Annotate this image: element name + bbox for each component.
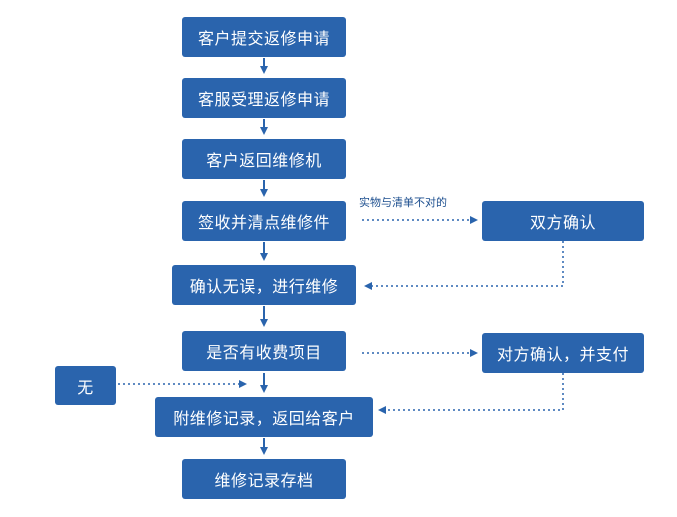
step-charge-check: 是否有收费项目 bbox=[182, 331, 346, 371]
arrow-mutual-to-confirm bbox=[364, 241, 564, 290]
step-attach-record: 附维修记录，返回给客户 bbox=[155, 397, 373, 437]
step-confirm-repair: 确认无误，进行维修 bbox=[172, 265, 356, 305]
step-archive-record: 维修记录存档 bbox=[182, 459, 346, 499]
side-none: 无 bbox=[55, 366, 116, 405]
arrow-pay-to-attach bbox=[378, 373, 564, 414]
note-mismatch: 实物与清单不对的 bbox=[359, 196, 447, 209]
side-confirm-and-pay: 对方确认，并支付 bbox=[482, 333, 644, 373]
step-submit-request: 客户提交返修申请 bbox=[182, 17, 346, 57]
step-sign-and-check: 签收并清点维修件 bbox=[182, 201, 346, 241]
step-return-device: 客户返回维修机 bbox=[182, 139, 346, 179]
side-mutual-confirm: 双方确认 bbox=[482, 201, 644, 241]
step-accept-request: 客服受理返修申请 bbox=[182, 78, 346, 118]
